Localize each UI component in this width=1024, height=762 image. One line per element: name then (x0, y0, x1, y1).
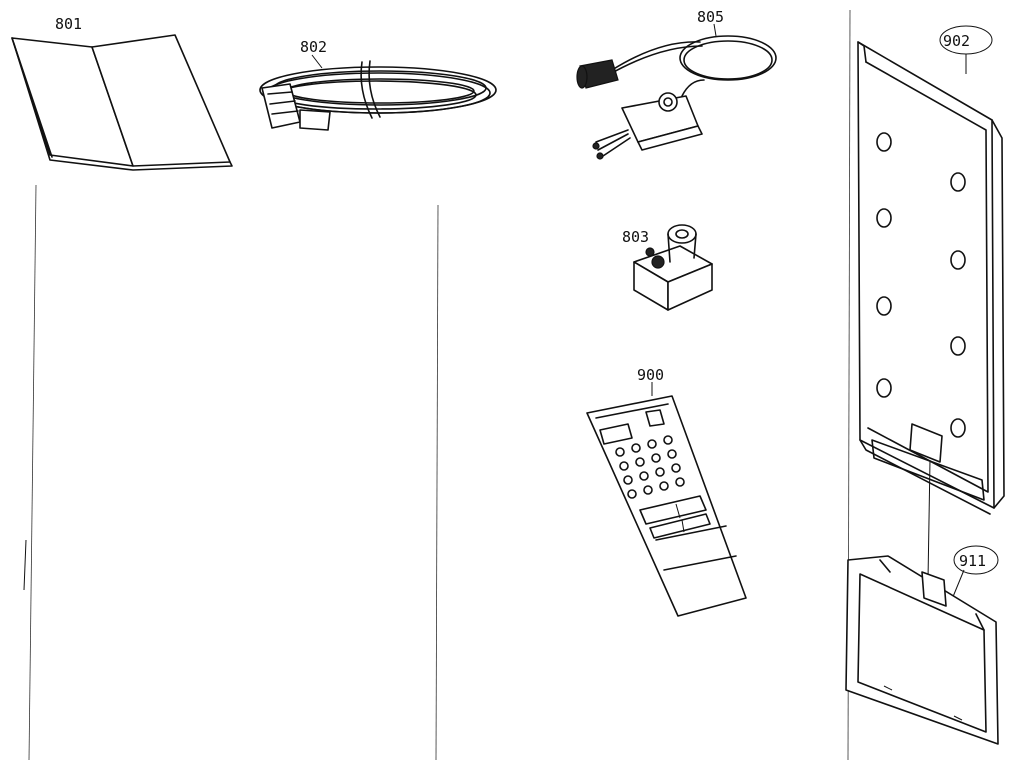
part-battery-cover: 911 (845, 545, 999, 745)
label-803: 803 (622, 228, 649, 246)
part-cable: 802 (259, 38, 497, 131)
part-remote: 900 (586, 366, 747, 617)
label-802: 802 (300, 38, 327, 56)
part-back-cover: 902 (857, 25, 1005, 581)
part-manual: 801 (11, 15, 233, 171)
cover-posts (876, 132, 966, 438)
part-antenna-lead: 805 (576, 8, 777, 160)
label-902: 902 (943, 32, 970, 50)
label-805: 805 (697, 8, 724, 26)
label-900: 900 (637, 366, 664, 384)
label-801: 801 (55, 15, 82, 33)
label-911: 911 (959, 552, 986, 570)
remote-buttons (615, 435, 685, 499)
part-adapter: 803 (622, 224, 713, 311)
